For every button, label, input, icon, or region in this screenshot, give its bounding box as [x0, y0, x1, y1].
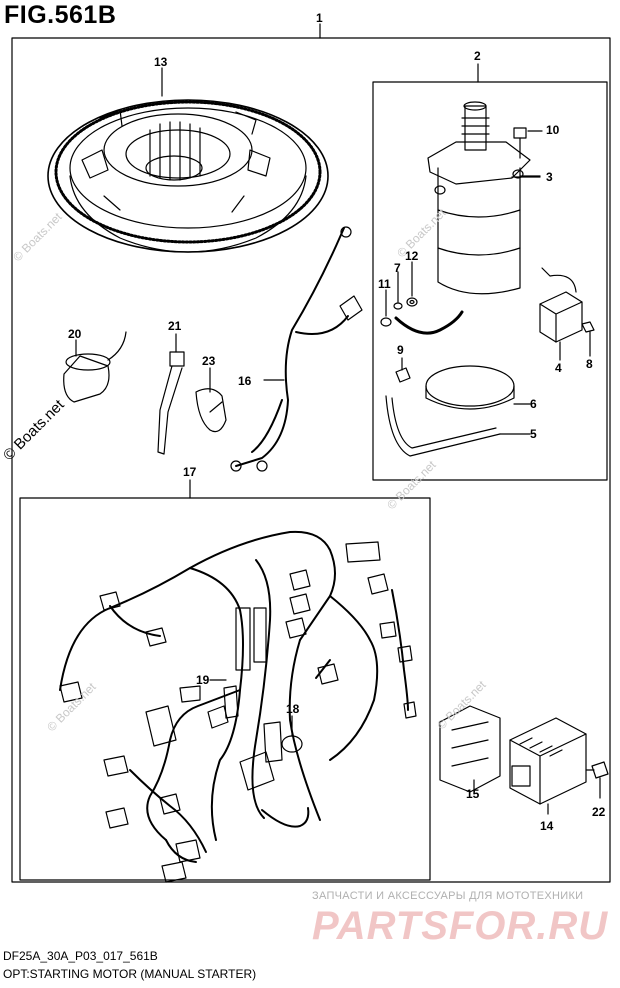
- footer-caption: OPT:STARTING MOTOR (MANUAL STARTER): [3, 967, 257, 981]
- callout-5: 5: [530, 427, 537, 441]
- callout-19: 19: [196, 673, 210, 687]
- figure-title: FIG.561B: [4, 1, 117, 29]
- relay-4-drawing: [539, 267, 583, 361]
- band-bracket-drawing: [385, 365, 531, 457]
- brand-logo: PARTSFOR.RU: [312, 904, 609, 948]
- callout-11: 11: [378, 277, 391, 291]
- assembly-frame: [11, 37, 611, 883]
- wire-harness-drawing: [59, 530, 409, 863]
- callout-22: 22: [592, 805, 606, 819]
- switch-20-drawing: [63, 331, 127, 403]
- starter-motor-drawing: [427, 101, 541, 295]
- starter-box: [372, 81, 608, 481]
- callout-10: 10: [546, 123, 560, 137]
- starter-cable: [394, 310, 464, 335]
- harness-connectors: [59, 541, 417, 883]
- bolt-8-drawing: [581, 321, 595, 357]
- callout-7: 7: [394, 261, 401, 275]
- callout-9: 9: [397, 343, 404, 357]
- callout-23: 23: [202, 354, 216, 368]
- footer-code: DF25A_30A_P03_017_561B: [3, 949, 158, 963]
- callout-1: 1: [316, 11, 323, 25]
- bolt-10-drawing: [513, 127, 543, 159]
- bracket-15-drawing: [439, 705, 501, 793]
- nuts-washers-drawing: [380, 261, 418, 327]
- callout-12: 12: [405, 249, 419, 263]
- battery-cable-drawing: [230, 226, 363, 472]
- callout-14: 14: [540, 819, 554, 833]
- rectifier-14-drawing: [509, 717, 587, 815]
- callout-13: 13: [154, 55, 168, 69]
- callout-15: 15: [466, 787, 480, 801]
- callout-18: 18: [286, 702, 300, 716]
- callout-17: 17: [183, 465, 197, 479]
- harness-box: [19, 497, 431, 881]
- bolt-9-drawing: [395, 357, 411, 383]
- callout-21: 21: [168, 319, 182, 333]
- callout-4: 4: [555, 361, 562, 375]
- callout-8: 8: [586, 357, 593, 371]
- clamp-23-drawing: [195, 367, 227, 433]
- tie-21-drawing: [157, 333, 185, 455]
- terminal-18-drawing: [263, 715, 303, 763]
- callout-2: 2: [474, 49, 481, 63]
- flywheel-drawing: [47, 67, 329, 253]
- callout-3: 3: [546, 170, 553, 184]
- brand-tagline: ЗАПЧАСТИ И АКСЕССУАРЫ ДЛЯ МОТОТЕХНИКИ: [312, 890, 584, 902]
- callout-16: 16: [238, 374, 252, 388]
- callout-20: 20: [68, 327, 82, 341]
- bolt-22-drawing: [585, 761, 609, 799]
- callout-6: 6: [530, 397, 537, 411]
